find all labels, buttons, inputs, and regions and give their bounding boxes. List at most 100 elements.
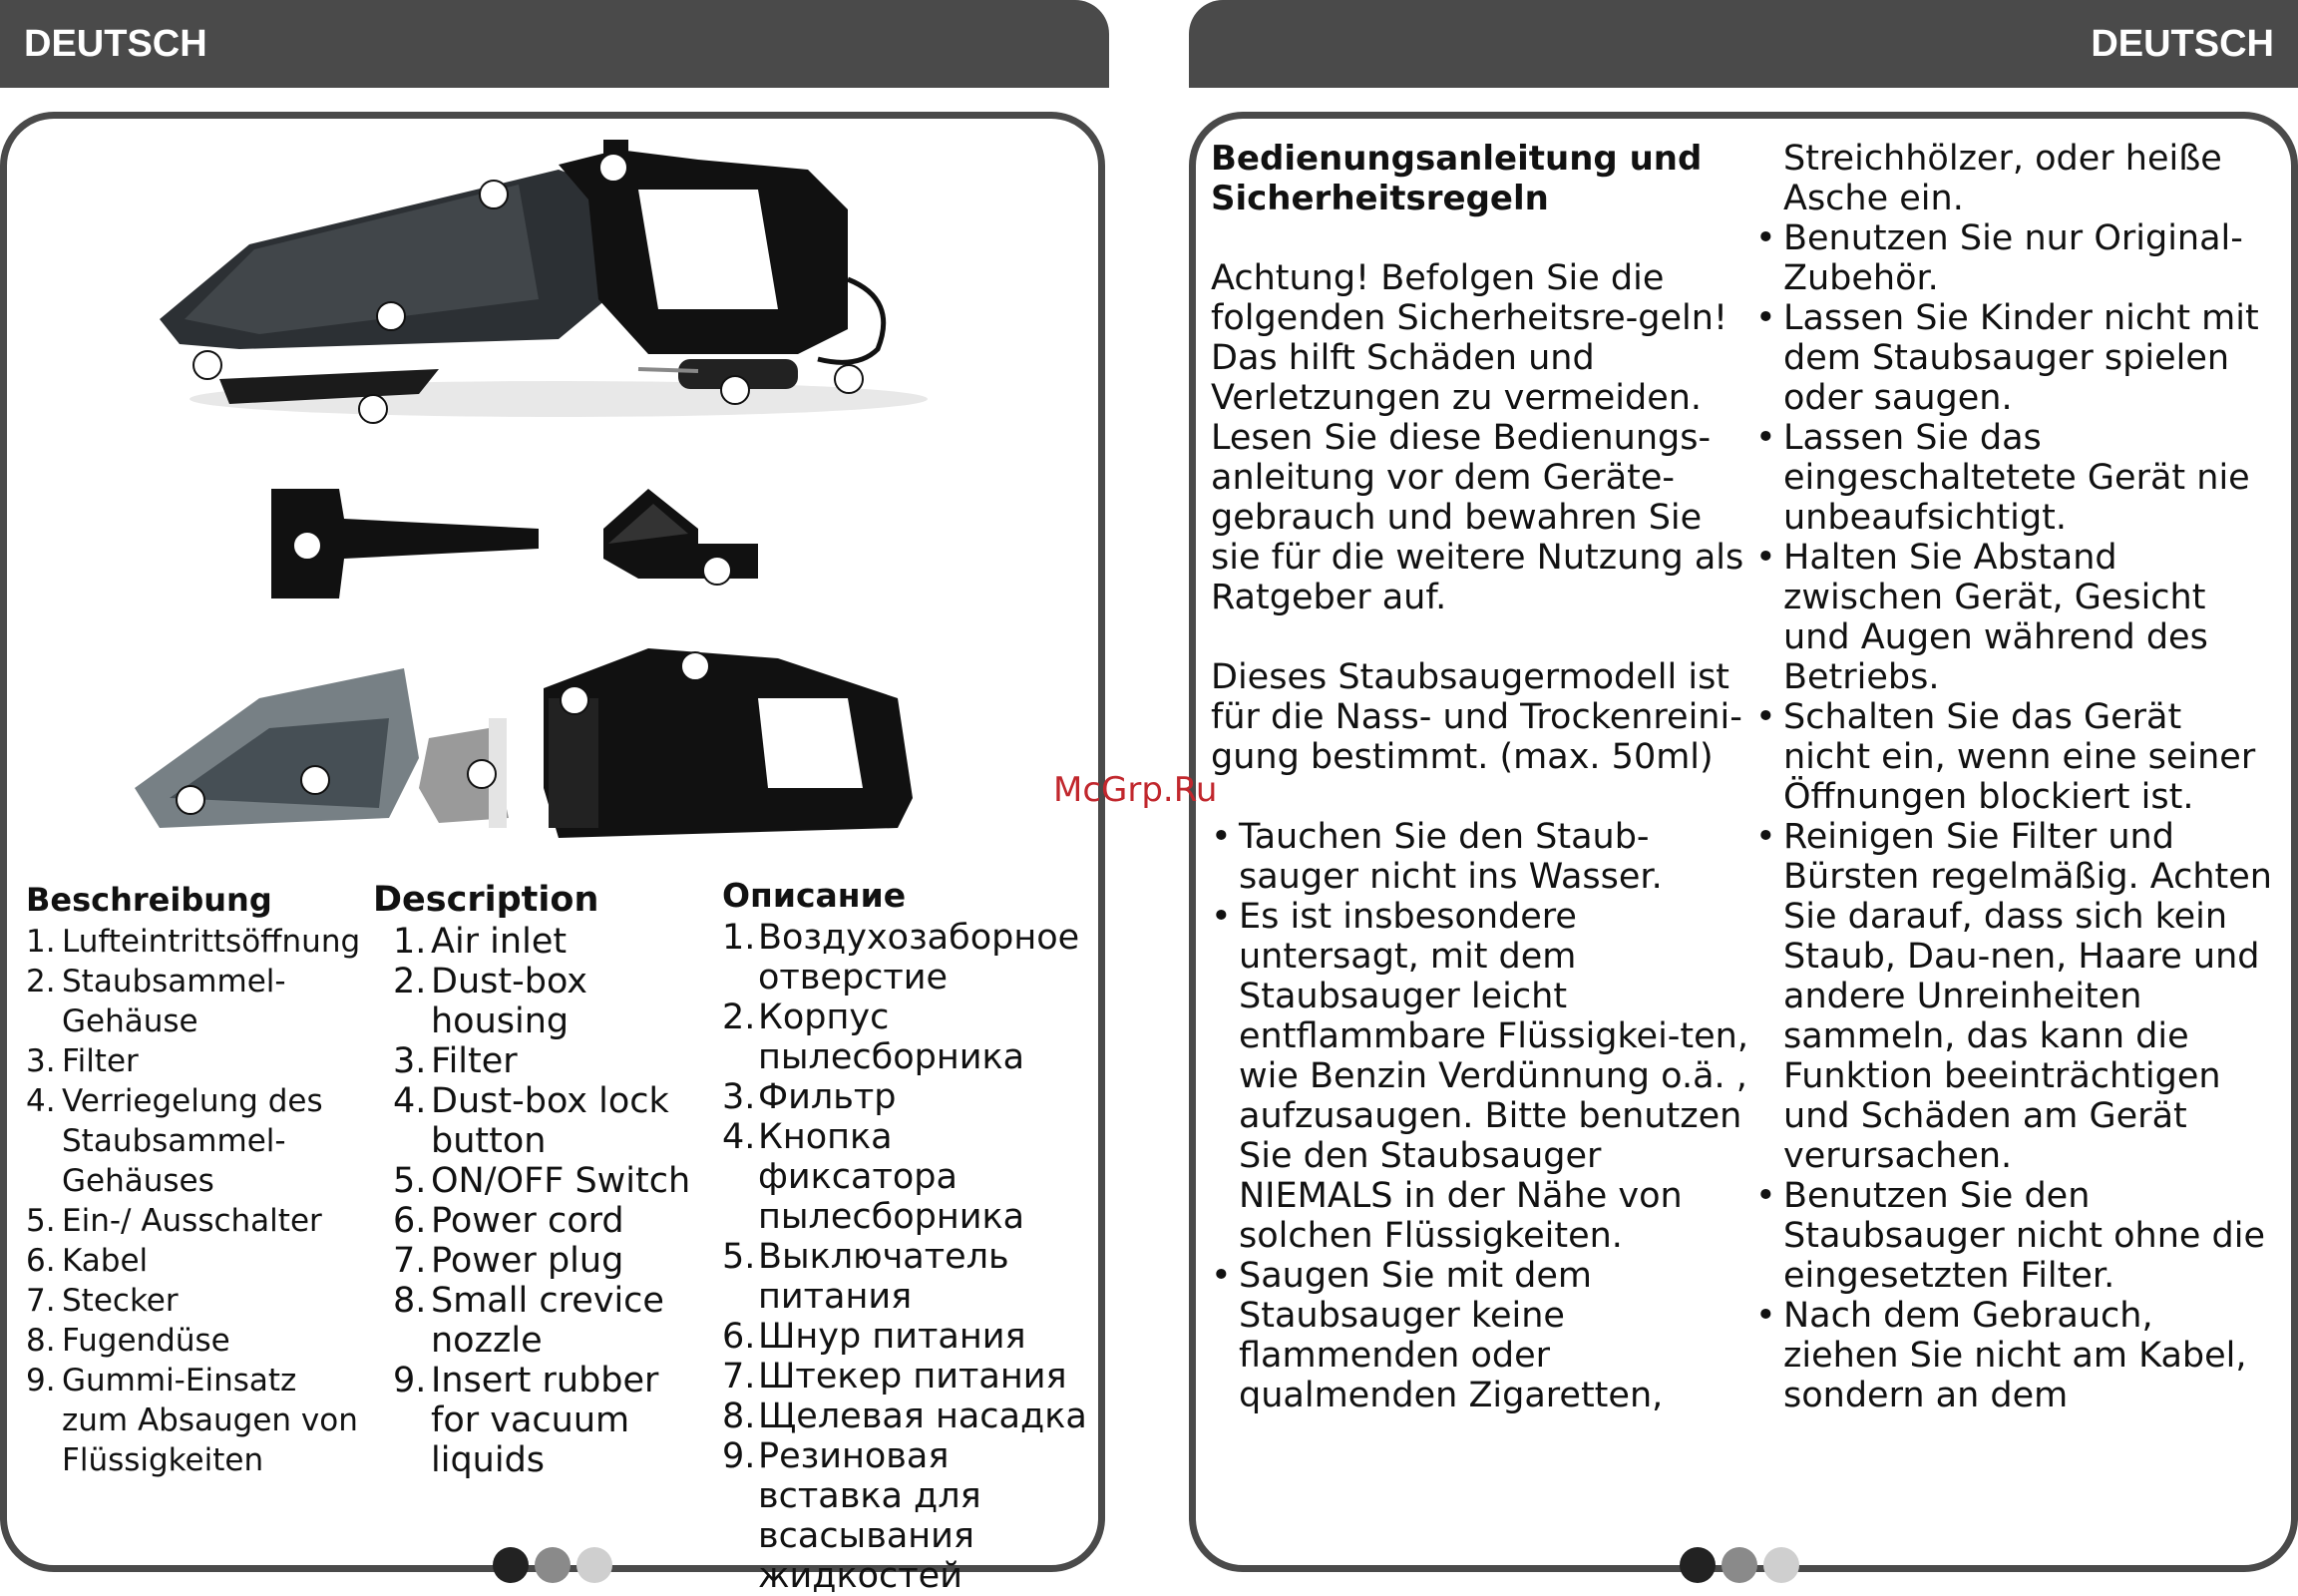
parts-list-item: 9.Резиновая вставка для всасывания жидко… [722,1436,1101,1596]
page-dot [576,1547,612,1583]
item-text: ON/OFF Switch [431,1161,691,1201]
bullet-marker: • [1755,538,1776,578]
watermark-text: McGrp.Ru [1053,770,1218,810]
item-number: 2. [722,998,756,1037]
bullet-marker: • [1755,697,1776,737]
parts-list-item: 5.Ein-/ Ausschalter [26,1201,365,1241]
safety-rule-item: •Reinigen Sie Filter und Bürsten regelmä… [1755,817,2274,1176]
item-text: Insert rubber for vacuum liquids [431,1361,659,1480]
parts-list-item: 3.Filter [26,1041,365,1081]
continued-text: Streichhölzer, oder heiße Asche ein. [1783,139,2222,218]
item-number: 6. [722,1317,756,1357]
bullet-marker: • [1755,218,1776,258]
parts-list-item: 4.Кнопка фиксатора пылесборника [722,1117,1101,1237]
safety-rules-list-left: •Tauchen Sie den Staub-sauger nicht ins … [1211,817,1749,1415]
parts-list-item: 3.Filter [393,1041,712,1081]
header-left: DEUTSCH [0,0,1109,88]
item-number: 3. [393,1041,427,1081]
safety-rule-item: •Lassen Sie Kinder nicht mit dem Staubsa… [1755,298,2274,418]
item-text: Gummi-Einsatz zum Absaugen von Flüssigke… [62,1363,358,1478]
safety-rule-text: Es ist insbesondere untersagt, mit dem S… [1239,897,1748,1256]
item-text: Кнопка фиксатора пылесборника [758,1117,1025,1237]
bullet-marker: • [1755,298,1776,338]
item-number: 6. [26,1243,56,1279]
safety-rules-list-right: •Benutzen Sie nur Original-Zubehör.•Lass… [1755,218,2274,1415]
safety-rule-text: Schalten Sie das Gerät nicht ein, wenn e… [1783,697,2256,817]
page-dot [535,1547,571,1583]
bullet-marker: • [1755,1176,1776,1216]
item-number: 5. [393,1161,427,1201]
safety-rule-item: •Nach dem Gebrauch, ziehen Sie nicht am … [1755,1296,2274,1415]
safety-rule-item: •Es ist insbesondere untersagt, mit dem … [1211,897,1749,1256]
item-text: Verriegelung des Staubsammel-Gehäuses [62,1083,323,1199]
safety-intro-paragraph: Achtung! Befolgen Sie die folgenden Sich… [1211,258,1744,617]
instructions-column-right: Streichhölzer, oder heiße Asche ein. •Be… [1755,139,2274,1415]
safety-rule-text: Benutzen Sie nur Original-Zubehör. [1783,218,2243,298]
parts-list-item: 1.Air inlet [393,922,712,962]
item-text: Штекер питания [758,1357,1067,1396]
item-text: Корпус пылесборника [758,998,1025,1077]
item-text: Filter [431,1041,518,1081]
item-number: 7. [393,1241,427,1281]
item-number: 8. [393,1281,427,1321]
parts-list-item: 1.Lufteintrittsöffnung [26,922,365,962]
safety-rule-text: Halten Sie Abstand zwischen Gerät, Gesic… [1783,538,2208,697]
instructions-title: Bedienungsanleitung und Sicherheitsregel… [1211,139,1703,218]
item-text: Filter [62,1043,139,1079]
item-text: Фильтр [758,1077,897,1117]
item-text: Выключатель питания [758,1237,1009,1317]
bullet-marker: • [1755,817,1776,857]
item-text: Шнур питания [758,1317,1026,1357]
heading-english: Description [373,880,599,920]
parts-list-item: 9.Insert rubber for vacuum liquids [393,1361,712,1480]
item-text: Резиновая вставка для всасывания жидкост… [758,1436,981,1596]
item-text: Air inlet [431,922,568,962]
item-number: 9. [722,1436,756,1476]
item-text: Lufteintrittsöffnung [62,924,361,960]
bullet-marker: • [1211,817,1232,857]
item-text: Dust-box lock button [431,1081,669,1161]
parts-list-item: 7.Power plug [393,1241,712,1281]
item-text: Stecker [62,1283,179,1319]
parts-list-item: 4.Dust-box lock button [393,1081,712,1161]
item-number: 8. [26,1323,56,1359]
bullet-marker: • [1211,897,1232,937]
item-number: 7. [26,1283,56,1319]
item-number: 1. [393,922,427,962]
item-text: Щелевая насадка [758,1396,1087,1436]
parts-list-item: 8.Fugendüse [26,1321,365,1361]
parts-list-item: 3.Фильтр [722,1077,1101,1117]
safety-rule-item: •Halten Sie Abstand zwischen Gerät, Gesi… [1755,538,2274,697]
page-dot [1763,1547,1799,1583]
page-dots-right [1680,1547,1799,1583]
parts-list-item: 7.Штекер питания [722,1357,1101,1396]
heading-russian: Описание [722,876,907,915]
item-text: Fugendüse [62,1323,230,1359]
page-dot-active [493,1547,529,1583]
item-text: Staubsammel-Gehäuse [62,964,286,1039]
safety-rule-item: •Benutzen Sie den Staubsauger nicht ohne… [1755,1176,2274,1296]
item-number: 5. [26,1203,56,1239]
item-number: 8. [722,1396,756,1436]
parts-list-item: 4.Verriegelung des Staubsammel-Gehäuses [26,1081,365,1201]
header-right: DEUTSCH [1189,0,2298,88]
safety-rule-text: Saugen Sie mit dem Staubsauger keine fla… [1239,1256,1664,1415]
page-dot [1722,1547,1757,1583]
item-text: Воздухозаборное отверстие [758,918,1080,998]
bullet-marker: • [1755,418,1776,458]
item-number: 4. [722,1117,756,1157]
item-number: 1. [722,918,756,958]
parts-list-item: 5.ON/OFF Switch [393,1161,712,1201]
item-number: 2. [393,962,427,1001]
instructions-column-left: Bedienungsanleitung und Sicherheitsregel… [1211,139,1749,1415]
parts-list-item: 9.Gummi-Einsatz zum Absaugen von Flüssig… [26,1361,365,1480]
parts-list-item: 5.Выключатель питания [722,1237,1101,1317]
left-page-frame [0,112,1105,1572]
item-number: 9. [26,1363,56,1398]
item-text: Kabel [62,1243,149,1279]
heading-german: Beschreibung [26,881,272,919]
item-number: 7. [722,1357,756,1396]
